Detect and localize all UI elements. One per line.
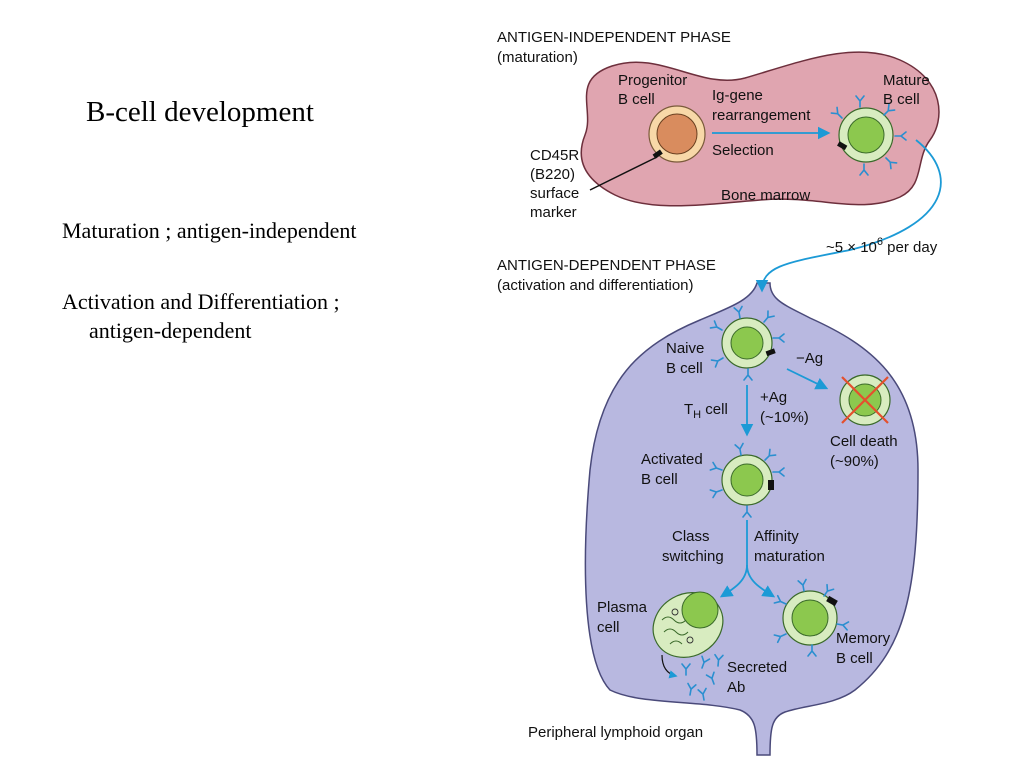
memory-label-2: B cell: [836, 650, 873, 667]
plus-ag-label-2: (~10%): [760, 409, 809, 426]
secretion-arrow: [661, 654, 678, 679]
naive-label-2: B cell: [666, 360, 703, 377]
plus-ag-label-1: +Ag: [760, 389, 787, 406]
marker-label-4: marker: [530, 204, 577, 221]
bullet-activation-line-1: Activation and Differentiation ;: [62, 289, 340, 314]
transfer-arrow: [755, 139, 942, 293]
cell-death-label-1: Cell death: [830, 433, 898, 450]
activated-b-cell: [709, 442, 785, 518]
activated-label-2: B cell: [641, 471, 678, 488]
bone-marrow-label: Bone marrow: [721, 187, 810, 204]
plasma-cell: [652, 591, 724, 658]
death-cross-icon: [841, 376, 889, 424]
activated-label-1: Activated: [641, 451, 703, 468]
minus-ag-label: −Ag: [796, 350, 823, 367]
affinity-label-1: Affinity: [754, 528, 799, 545]
independent-phase-subheader: (maturation): [497, 49, 578, 66]
process-label-2: rearrangement: [712, 107, 811, 124]
memory-branch-arrow: [746, 564, 776, 598]
flow-rate-label: ~5 × 106 per day: [826, 236, 938, 256]
process-label-1: Ig-gene: [712, 87, 763, 104]
bullet-activation-line-2: antigen-dependent: [89, 318, 252, 343]
flow-rate-exponent: 6: [877, 236, 883, 248]
mature-label-1: Mature: [883, 72, 930, 89]
secreted-label-1: Secreted: [727, 659, 787, 676]
th-cell-tail: cell: [701, 401, 728, 418]
naive-b-cell: [709, 305, 785, 381]
secreted-label-2: Ab: [727, 679, 745, 696]
affinity-label-2: maturation: [754, 548, 825, 565]
bone-marrow-region: [580, 51, 940, 207]
flow-rate-suffix: per day: [883, 239, 938, 256]
naive-label-1: Naive: [666, 340, 704, 357]
th-cell-sub: H: [693, 409, 701, 421]
bullet-activation: Activation and Differentiation ; antigen…: [62, 287, 340, 345]
slide-title: B-cell development: [86, 96, 314, 128]
mature-b-cell: [830, 95, 907, 176]
th-cell-label: TH cell: [684, 401, 728, 421]
plasma-label-2: cell: [597, 619, 620, 636]
memory-b-cell: [773, 578, 850, 657]
cell-death-label-2: (~90%): [830, 453, 879, 470]
memory-label-1: Memory: [836, 630, 891, 647]
marker-label-3: surface: [530, 185, 579, 202]
dying-cell: [839, 374, 891, 426]
minus-ag-arrow: [786, 368, 829, 390]
flow-rate-prefix: ~5 × 10: [826, 239, 877, 256]
class-switching-label-1: Class: [672, 528, 710, 545]
selection-label: Selection: [712, 142, 774, 159]
lymphoid-organ-label: Peripheral lymphoid organ: [528, 724, 703, 741]
independent-phase-header: ANTIGEN-INDEPENDENT PHASE: [497, 29, 731, 46]
th-cell-main: T: [684, 401, 693, 418]
progenitor-b-cell: [648, 105, 706, 163]
mature-label-2: B cell: [883, 91, 920, 108]
progenitor-label-2: B cell: [618, 91, 655, 108]
plasma-label-1: Plasma: [597, 599, 648, 616]
marker-pointer: [589, 156, 658, 191]
marker-label-2: (B220): [530, 166, 575, 183]
marker-label-1: CD45R: [530, 147, 579, 164]
class-switching-label-2: switching: [662, 548, 724, 565]
dependent-phase-header: ANTIGEN-DEPENDENT PHASE: [497, 257, 716, 274]
dependent-phase-subheader: (activation and differentiation): [497, 277, 694, 294]
bullet-maturation: Maturation ; antigen-independent: [62, 218, 357, 243]
progenitor-label-1: Progenitor: [618, 72, 687, 89]
